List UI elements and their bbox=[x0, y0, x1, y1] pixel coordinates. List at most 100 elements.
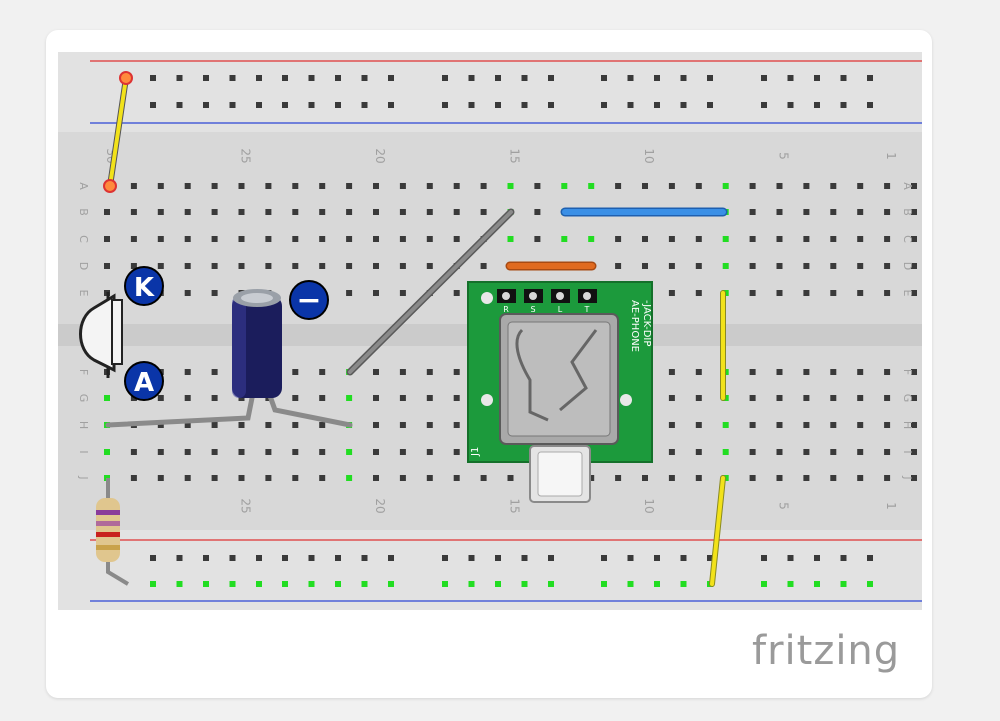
breadboard-hole bbox=[776, 475, 783, 481]
jack-mount-hole bbox=[481, 292, 493, 304]
rail-hole bbox=[548, 102, 554, 108]
led-anode-label: A bbox=[134, 368, 154, 398]
breadboard-hole bbox=[292, 209, 299, 215]
column-number: 15 bbox=[508, 148, 522, 163]
breadboard-hole bbox=[695, 475, 702, 481]
breadboard-hole bbox=[695, 369, 702, 375]
rail-hole bbox=[468, 555, 475, 561]
led-rim bbox=[111, 299, 123, 365]
led-cathode-badge: K bbox=[124, 266, 164, 306]
rail-hole bbox=[521, 102, 528, 108]
breadboard-hole bbox=[749, 369, 756, 375]
rail-hole bbox=[840, 581, 847, 587]
breadboard-hole bbox=[211, 290, 218, 296]
breadboard-hole bbox=[911, 183, 917, 189]
breadboard-hole bbox=[749, 183, 756, 189]
breadboard-hole bbox=[695, 236, 702, 242]
breadboard-hole bbox=[615, 183, 622, 189]
breadboard-hole bbox=[857, 475, 864, 481]
breadboard-hole bbox=[292, 183, 299, 189]
breadboard-hole bbox=[830, 290, 837, 296]
row-letter: C bbox=[901, 235, 914, 243]
breadboard-hole bbox=[830, 422, 837, 428]
breadboard-hole bbox=[373, 422, 379, 428]
rail-hole bbox=[680, 581, 687, 587]
row-letter: J bbox=[77, 475, 90, 479]
rail-hole bbox=[654, 75, 660, 81]
rail-hole bbox=[548, 581, 554, 587]
breadboard-hole bbox=[776, 369, 783, 375]
breadboard-hole bbox=[668, 183, 675, 189]
rail-hole bbox=[867, 75, 873, 81]
breadboard-hole bbox=[373, 449, 379, 455]
rail-hole bbox=[601, 555, 607, 561]
breadboard-hole bbox=[776, 263, 783, 269]
breadboard-hole bbox=[830, 449, 837, 455]
breadboard-hole bbox=[803, 290, 810, 296]
rail-hole bbox=[150, 581, 156, 587]
row-letter: F bbox=[901, 369, 914, 375]
breadboard-hole bbox=[884, 263, 891, 269]
electrolytic-capacitor bbox=[232, 289, 282, 398]
bottom-power-rail bbox=[58, 530, 922, 610]
resistor-body bbox=[96, 498, 120, 562]
breadboard-hole bbox=[776, 183, 783, 189]
breadboard-hole bbox=[507, 183, 514, 189]
rail-hole bbox=[787, 102, 794, 108]
breadboard-hole bbox=[453, 209, 460, 215]
breadboard-hole bbox=[319, 422, 326, 428]
rail-hole bbox=[150, 555, 156, 561]
led-cathode-label: K bbox=[134, 273, 155, 303]
breadboard-hole bbox=[830, 475, 837, 481]
breadboard-hole bbox=[642, 475, 648, 481]
breadboard-hole bbox=[695, 449, 702, 455]
jack-socket-inner bbox=[537, 451, 583, 497]
rail-hole bbox=[787, 555, 794, 561]
capacitor-negative-label: − bbox=[296, 283, 321, 318]
breadboard-hole bbox=[373, 209, 379, 215]
breadboard-hole bbox=[426, 209, 433, 215]
breadboard-hole bbox=[642, 263, 648, 269]
breadboard-hole bbox=[373, 369, 379, 375]
column-number: 15 bbox=[508, 498, 522, 513]
breadboard-hole bbox=[668, 395, 675, 401]
breadboard-hole bbox=[211, 449, 218, 455]
breadboard-hole bbox=[884, 183, 891, 189]
rail-hole bbox=[335, 75, 341, 81]
breadboard-hole bbox=[722, 263, 729, 269]
breadboard-hole bbox=[292, 475, 299, 481]
rail-hole bbox=[282, 102, 288, 108]
breadboard-hole bbox=[884, 290, 891, 296]
jack-pin-label: S bbox=[530, 305, 535, 314]
breadboard-hole bbox=[695, 395, 702, 401]
top-power-rail bbox=[58, 52, 922, 132]
breadboard-hole bbox=[615, 236, 622, 242]
jack-pin-hole bbox=[502, 292, 510, 300]
breadboard-hole bbox=[803, 236, 810, 242]
breadboard-hole bbox=[749, 263, 756, 269]
rail-hole bbox=[256, 75, 262, 81]
rail-hole bbox=[442, 75, 448, 81]
breadboard-hole bbox=[211, 422, 218, 428]
breadboard-hole bbox=[211, 263, 218, 269]
breadboard-hole bbox=[776, 236, 783, 242]
breadboard-hole bbox=[588, 183, 595, 189]
rail-hole bbox=[388, 581, 394, 587]
breadboard-hole bbox=[373, 183, 379, 189]
breadboard-hole bbox=[104, 236, 110, 242]
rail-hole bbox=[627, 581, 634, 587]
rail-hole bbox=[495, 581, 501, 587]
breadboard-hole bbox=[399, 475, 406, 481]
rail-hole bbox=[707, 555, 713, 561]
rail-hole bbox=[654, 555, 660, 561]
row-letter: A bbox=[901, 182, 914, 190]
breadboard-hole bbox=[507, 475, 514, 481]
rail-hole bbox=[680, 102, 687, 108]
breadboard-hole bbox=[830, 209, 837, 215]
resistor-lead-bottom bbox=[106, 560, 130, 586]
column-number: 1 bbox=[884, 152, 898, 160]
breadboard-hole bbox=[373, 475, 379, 481]
breadboard-hole bbox=[453, 290, 460, 296]
led-body bbox=[79, 293, 116, 373]
breadboard-hole bbox=[399, 263, 406, 269]
